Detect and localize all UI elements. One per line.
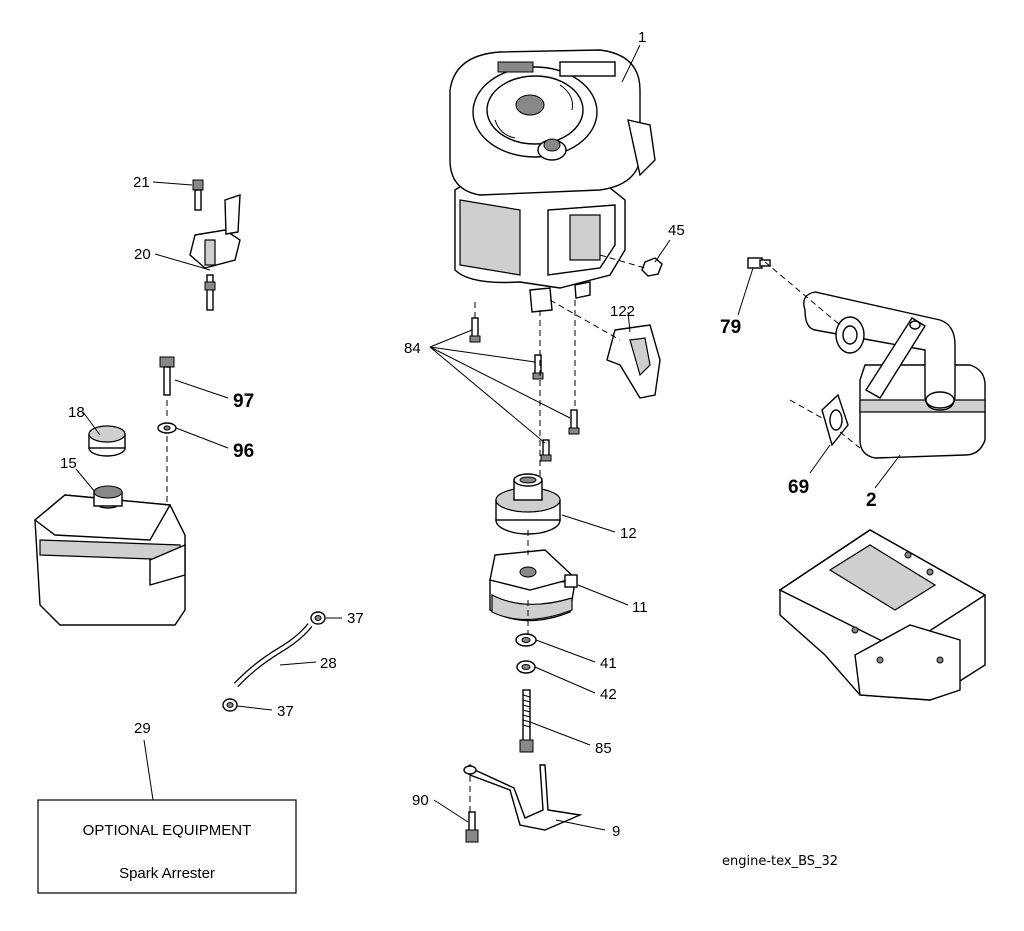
fuel-line xyxy=(233,623,313,688)
throttle-control xyxy=(189,194,241,311)
washer-42 xyxy=(516,660,536,674)
hose-clamp-lower xyxy=(222,698,238,712)
clutch-bracket xyxy=(463,764,583,831)
callout-97: 97 xyxy=(233,391,254,412)
callout-37-lower: 37 xyxy=(277,703,294,720)
shield xyxy=(606,324,661,399)
washer-41 xyxy=(515,633,537,647)
callout-12: 12 xyxy=(620,525,637,542)
figure-id: engine-tex_BS_32 xyxy=(722,854,838,869)
tank-washer xyxy=(157,422,177,434)
clutch-bolt xyxy=(519,689,534,753)
hose-clamp-upper xyxy=(310,611,326,625)
callout-18: 18 xyxy=(68,404,85,421)
muffler xyxy=(803,291,986,459)
fuel-tank xyxy=(33,485,186,626)
optional-equipment-box: OPTIONAL EQUIPMENT Spark Arrester xyxy=(37,799,297,894)
exhaust-gasket xyxy=(821,393,849,447)
callout-42: 42 xyxy=(600,686,617,703)
callout-85: 85 xyxy=(595,740,612,757)
leader-lines xyxy=(75,44,901,831)
callout-28: 28 xyxy=(320,655,337,672)
callout-90: 90 xyxy=(412,792,429,809)
callout-96: 96 xyxy=(233,441,254,462)
callout-84: 84 xyxy=(404,340,421,357)
callout-29: 29 xyxy=(134,720,151,737)
callout-41: 41 xyxy=(600,655,617,672)
engine-nut xyxy=(641,257,663,277)
callout-20: 20 xyxy=(134,246,151,263)
engine xyxy=(449,49,656,313)
callout-45: 45 xyxy=(668,222,685,239)
tank-bolt xyxy=(159,356,175,396)
callout-21: 21 xyxy=(133,174,150,191)
throttle-screw xyxy=(192,179,204,211)
engine-bolts xyxy=(469,317,580,462)
fuel-cap xyxy=(88,425,126,457)
callouts: 1 21 20 45 122 79 84 97 18 96 15 69 2 12… xyxy=(60,29,877,840)
optional-equipment-item: Spark Arrester xyxy=(119,865,215,882)
electric-clutch xyxy=(489,549,578,622)
pulley xyxy=(495,473,561,535)
callout-122: 122 xyxy=(610,303,635,320)
callout-1: 1 xyxy=(638,29,646,46)
callout-15: 15 xyxy=(60,455,77,472)
callout-2: 2 xyxy=(866,490,877,511)
callout-79: 79 xyxy=(720,317,741,338)
engine-mount-bracket xyxy=(778,529,987,701)
callout-69: 69 xyxy=(788,477,809,498)
optional-equipment-title: OPTIONAL EQUIPMENT xyxy=(83,822,252,839)
callout-37-upper: 37 xyxy=(347,610,364,627)
bolt-90 xyxy=(465,811,479,843)
callout-11: 11 xyxy=(632,599,648,616)
muffler-bolt xyxy=(747,257,771,269)
callout-9: 9 xyxy=(612,823,620,840)
assembly-lines xyxy=(166,254,861,812)
